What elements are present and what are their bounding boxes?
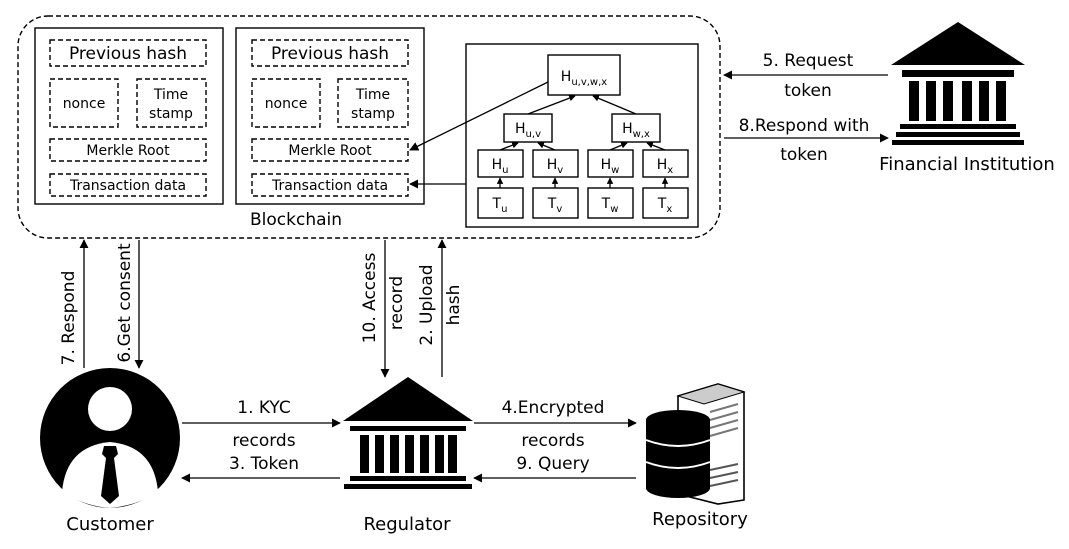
block-2-time: Time: [355, 87, 390, 103]
block-1-stamp: stamp: [149, 106, 193, 122]
repository-label: Repository: [652, 509, 748, 530]
merkle-leaf-tu-label: Tu: [492, 196, 508, 215]
merkle-leaf-tx: [642, 187, 689, 219]
block-2-merkle-root: Merkle Root: [288, 143, 372, 159]
merkle-leaf-tx-label: Tx: [657, 196, 673, 215]
flow-9: 9. Query: [516, 454, 589, 474]
merkle-root-to-block-arrow: [409, 81, 549, 151]
flow-2-line2: hash: [444, 285, 464, 326]
merkle-tree: Hu,v,w,x Hu,v Hw,x Hu Hv Hw Hx Tu Tv Tw …: [465, 43, 699, 228]
block-1-previous-hash: Previous hash: [69, 44, 187, 64]
merkle-root-label: Hu,v,w,x: [561, 69, 608, 88]
merkle-node-hu-label: Hu: [492, 157, 509, 176]
flow-1-line2: records: [232, 431, 295, 451]
merkle-leaf-tw-label: Tw: [601, 196, 619, 215]
tree-arrow: [527, 95, 576, 115]
blockchain-container: [17, 15, 721, 239]
merkle-node-huv: [503, 113, 553, 143]
flow-4-line2: records: [521, 431, 584, 451]
financial-institution-icon: [891, 22, 1025, 145]
flow-8-line2: token: [780, 145, 828, 165]
block-2-nonce: nonce: [265, 96, 308, 112]
regulator-icon: [343, 377, 473, 489]
financial-institution-label: Financial Institution: [879, 154, 1055, 175]
tree-arrow: [592, 95, 637, 115]
flow-2-line1: 2. Upload: [417, 264, 437, 345]
block-2: Previous hash nonce Time stamp Merkle Ro…: [235, 27, 425, 205]
flow-5-line1: 5. Request: [763, 51, 854, 71]
flow-10-line1: 10. Access: [360, 253, 380, 344]
merkle-leaf-tv-label: Tv: [547, 196, 563, 215]
block-1-nonce: nonce: [63, 96, 106, 112]
flow-4-line1: 4.Encrypted: [502, 398, 605, 418]
customer-label: Customer: [66, 514, 154, 535]
merkle-leaf-tu: [477, 187, 524, 219]
block-1-merkle-root: Merkle Root: [86, 143, 170, 159]
merkle-node-hx: [642, 149, 689, 178]
flow-3: 3. Token: [229, 454, 299, 474]
merkle-node-hwx-label: Hw,x: [622, 121, 650, 140]
blockchain-label: Blockchain: [250, 210, 342, 230]
merkle-node-hx-label: Hx: [657, 157, 674, 176]
customer-icon: [40, 368, 180, 508]
block-2-transaction-data: Transaction data: [271, 178, 388, 194]
block-1: Previous hash nonce Time stamp Merkle Ro…: [34, 27, 224, 205]
tree-arrow: [499, 142, 519, 151]
flow-5-line2: token: [784, 81, 832, 101]
repository-icon: [645, 383, 746, 505]
merkle-leaf-tw: [587, 187, 634, 219]
block-1-transaction-data: Transaction data: [69, 178, 186, 194]
merkle-node-hwx: [611, 113, 661, 143]
merkle-leaf-tv: [532, 187, 579, 219]
merkle-node-hw-label: Hw: [601, 157, 620, 176]
tree-arrow: [646, 142, 666, 151]
tree-arrow: [609, 142, 628, 151]
merkle-node-hv-label: Hv: [547, 157, 564, 176]
block-1-time: Time: [153, 87, 188, 103]
flow-1-line1: 1. KYC: [237, 398, 291, 418]
flow-10-line2: record: [387, 276, 407, 330]
regulator-label: Regulator: [363, 514, 451, 535]
block-2-stamp: stamp: [351, 106, 395, 122]
flow-8-line1: 8.Respond with: [739, 116, 870, 136]
block-2-previous-hash: Previous hash: [271, 44, 389, 64]
merkle-root-node: [547, 54, 621, 96]
tree-arrow: [537, 142, 556, 151]
flow-6: 6.Get consent: [115, 243, 135, 363]
merkle-node-hv: [532, 149, 579, 178]
merkle-node-hu: [477, 149, 524, 178]
flow-7: 7. Respond: [59, 271, 79, 366]
merkle-node-huv-label: Hu,v: [515, 121, 541, 140]
